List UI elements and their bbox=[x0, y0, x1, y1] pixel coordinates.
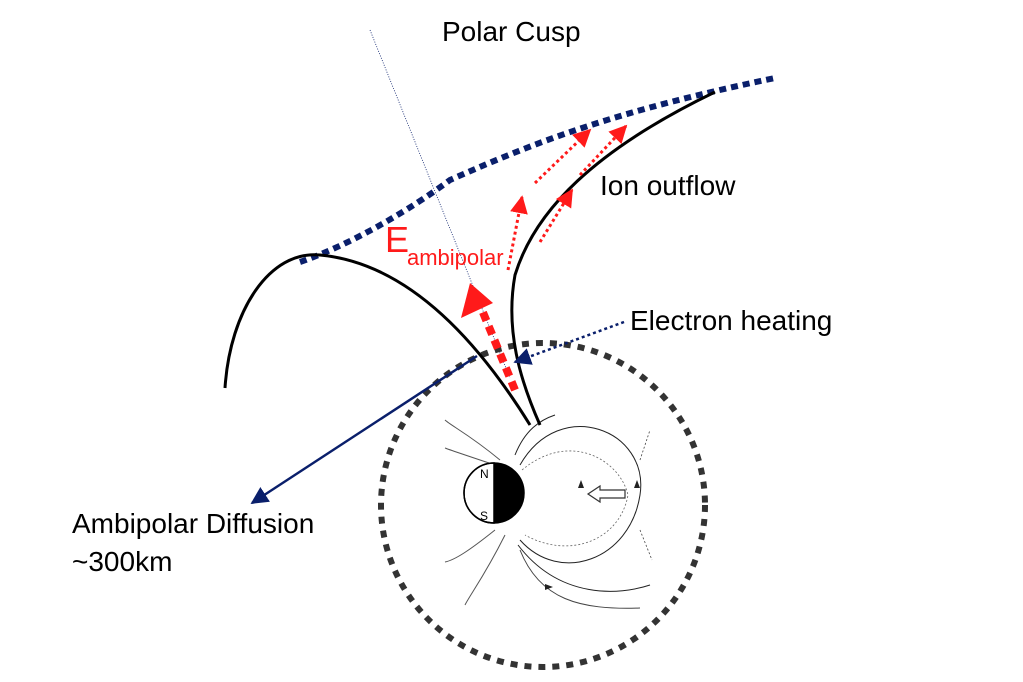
ambipolar-diffusion-arrow bbox=[250, 354, 478, 505]
ion-outflow-arrow bbox=[506, 195, 528, 271]
cusp-field-line-left bbox=[223, 253, 532, 426]
earth-outline bbox=[463, 462, 525, 524]
solar-wind-arrow-icon bbox=[586, 484, 626, 504]
polar-cusp-label: Polar Cusp bbox=[442, 16, 581, 47]
ion-outflow-arrow bbox=[578, 124, 628, 177]
cusp-field-line-right bbox=[510, 90, 716, 426]
field-arrow-icon bbox=[578, 480, 584, 488]
ambipolar-height-label: ~300km bbox=[72, 546, 172, 577]
field-line bbox=[519, 549, 641, 609]
field-line bbox=[517, 544, 651, 592]
field-line bbox=[444, 529, 496, 563]
field-line bbox=[519, 426, 642, 564]
cusp-axis-line bbox=[369, 29, 511, 379]
field-line bbox=[464, 534, 506, 606]
field-arrow-icon bbox=[634, 480, 640, 488]
ambipolar-field-arrow bbox=[461, 283, 519, 392]
earth-nightside bbox=[494, 463, 524, 523]
electron-heating-label: Electron heating bbox=[630, 305, 832, 336]
field-line bbox=[639, 429, 651, 461]
field-line bbox=[444, 447, 496, 466]
field-line bbox=[444, 419, 501, 461]
electron-heating-arrow bbox=[513, 320, 625, 365]
e-ambipolar-subscript: ambipolar bbox=[407, 245, 504, 270]
field-line bbox=[514, 414, 556, 456]
ion-outflow-label: Ion outflow bbox=[600, 170, 736, 201]
ion-outflow-arrow bbox=[533, 128, 592, 185]
near-earth-region-circle bbox=[378, 340, 708, 670]
field-arrow-icon bbox=[545, 584, 553, 590]
north-pole-label: N bbox=[480, 467, 489, 481]
magnetosphere-sketch: N S bbox=[440, 410, 653, 610]
ion-outflow-arrow bbox=[538, 188, 574, 243]
e-ambipolar-label: E bbox=[385, 219, 409, 260]
ambipolar-diffusion-label: Ambipolar Diffusion bbox=[72, 508, 314, 539]
magnetopause-boundary bbox=[299, 75, 776, 265]
south-pole-label: S bbox=[480, 509, 488, 523]
field-line bbox=[639, 529, 653, 561]
field-line bbox=[521, 450, 629, 547]
